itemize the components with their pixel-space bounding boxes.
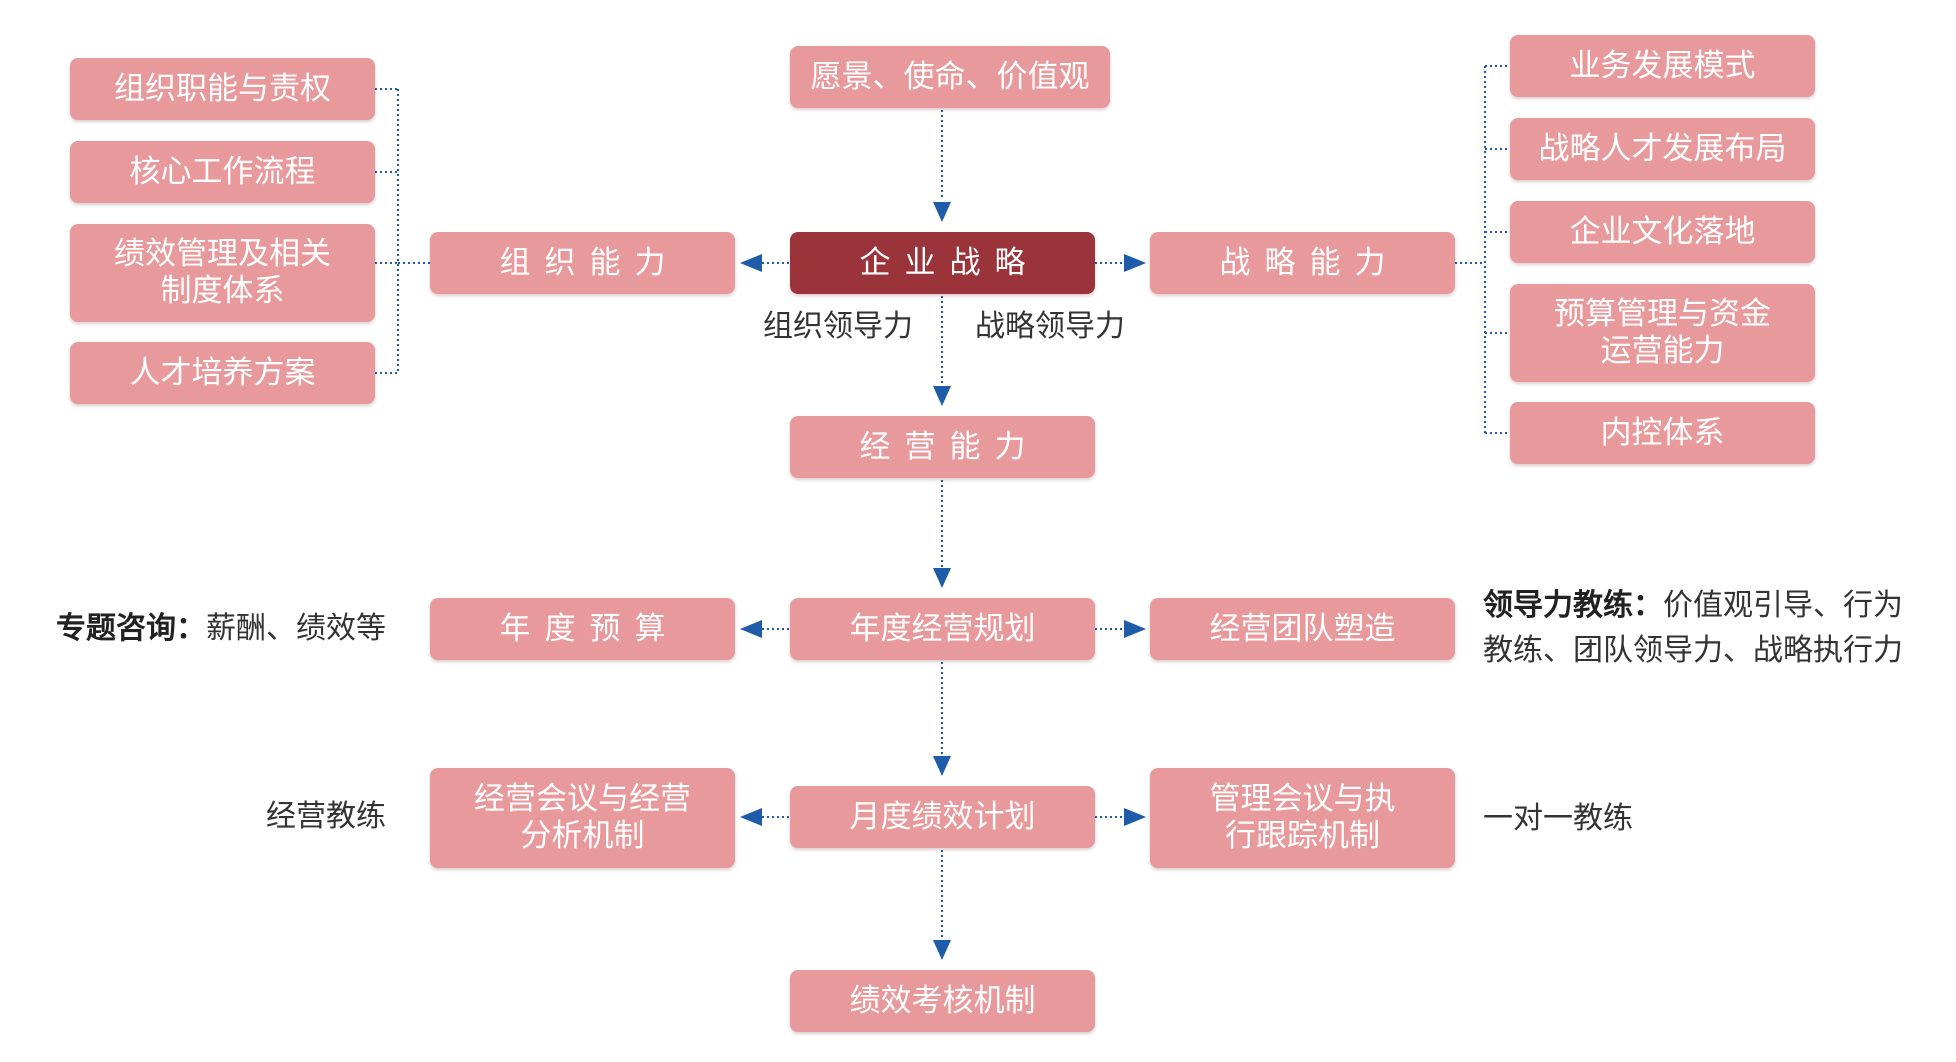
strategic-leadership-label: 战略领导力	[975, 309, 1125, 344]
left-item-org-functions: 组织职能与责权	[70, 58, 375, 120]
arrow-to-operations-meeting	[740, 808, 762, 826]
arrow-to-org-capability	[740, 254, 762, 272]
operations-meeting-box: 经营会议与经营 分析机制	[430, 768, 735, 868]
vision-mission-values-box: 愿景、使命、价值观	[790, 46, 1110, 108]
left-item-core-workflow: 核心工作流程	[70, 141, 375, 203]
org-leadership-label: 组织领导力	[763, 309, 913, 344]
right-item-culture: 企业文化落地	[1510, 201, 1815, 263]
topic-consulting-label: 专题咨询：薪酬、绩效等	[56, 608, 386, 650]
arrow-to-management-meeting	[1124, 808, 1146, 826]
performance-appraisal-box: 绩效考核机制	[790, 970, 1095, 1032]
enterprise-strategy-box: 企业战略	[790, 232, 1095, 294]
leadership-coaching-line1: 价值观引导、行为	[1663, 588, 1903, 623]
topic-consulting-text: 薪酬、绩效等	[206, 611, 386, 646]
annual-budget-box: 年度预算	[430, 598, 735, 660]
operations-coach-label: 经营教练	[266, 799, 386, 834]
arrow-to-operations	[933, 386, 951, 406]
organizational-capability-box: 组织能力	[430, 232, 735, 294]
one-on-one-coaching-label: 一对一教练	[1483, 801, 1633, 836]
left-item-performance-system: 绩效管理及相关 制度体系	[70, 224, 375, 322]
arrow-to-strategic-capability	[1124, 254, 1146, 272]
right-item-talent-layout: 战略人才发展布局	[1510, 118, 1815, 180]
topic-consulting-title: 专题咨询：	[56, 611, 206, 646]
arrow-to-appraisal	[933, 940, 951, 960]
operating-team-box: 经营团队塑造	[1150, 598, 1455, 660]
arrow-to-team	[1124, 620, 1146, 638]
leadership-coaching-title: 领导力教练：	[1483, 588, 1663, 623]
arrow-to-strategy	[933, 202, 951, 222]
monthly-performance-plan-box: 月度绩效计划	[790, 786, 1095, 848]
annual-operating-plan-box: 年度经营规划	[790, 598, 1095, 660]
operating-capability-box: 经营能力	[790, 416, 1095, 478]
right-item-internal-control: 内控体系	[1510, 402, 1815, 464]
management-meeting-box: 管理会议与执 行跟踪机制	[1150, 768, 1455, 868]
leadership-coaching-label: 领导力教练：价值观引导、行为	[1483, 585, 1903, 627]
left-item-talent-plan: 人才培养方案	[70, 342, 375, 404]
arrow-to-budget	[740, 620, 762, 638]
arrow-to-monthly-plan	[933, 756, 951, 776]
arrow-to-annual-plan	[933, 568, 951, 588]
strategic-capability-box: 战略能力	[1150, 232, 1455, 294]
right-item-budget-capital: 预算管理与资金 运营能力	[1510, 284, 1815, 382]
leadership-coaching-line2: 教练、团队领导力、战略执行力	[1483, 633, 1903, 668]
right-item-business-model: 业务发展模式	[1510, 35, 1815, 97]
